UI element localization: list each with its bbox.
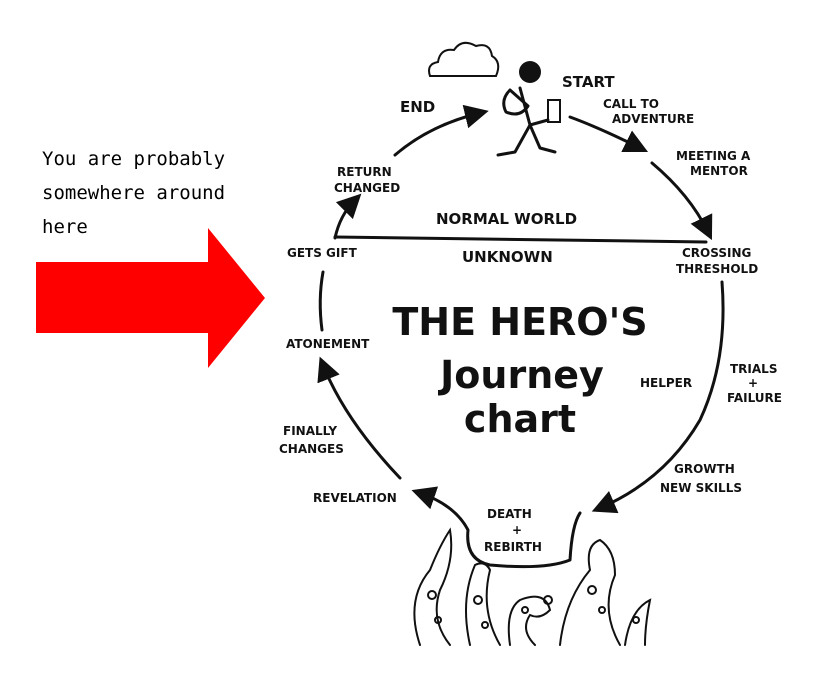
label-finally-changes: FINALLY [283,424,337,438]
label-finally-changes: CHANGES [279,442,344,456]
label-trials-failure: FAILURE [727,391,782,405]
label-call-to-adventure: ADVENTURE [612,112,694,126]
label-normal-world: NORMAL WORLD [436,210,577,228]
label-revelation: REVELATION [313,491,397,505]
label-call-to-adventure: CALL TO [603,97,659,111]
note-line: somewhere around [42,182,226,204]
label-growth: GROWTH [674,462,735,476]
arrow-revelation-to-atonement [317,356,402,480]
hiker-figure [496,61,561,157]
label-atonement: ATONEMENT [286,337,370,351]
label-unknown: UNKNOWN [462,248,553,266]
label-crossing-threshold: CROSSING [682,246,751,260]
arrow-start-to-call [568,115,649,153]
arrow-return-to-end [393,104,489,157]
note-line: You are probably [42,148,226,170]
label-return-changed: CHANGED [334,181,400,195]
title-line: THE HERO'S [392,300,647,344]
label-meeting-mentor: MEETING A [676,149,751,163]
cloud-icon [428,41,500,77]
arrow-mentor-to-threshold [650,161,713,241]
arrow-threshold-to-growth [591,280,725,514]
label-meeting-mentor: MENTOR [690,164,748,178]
label-crossing-threshold: THRESHOLD [676,262,758,276]
annotation-note: You are probably somewhere around here [42,142,225,244]
label-death-rebirth: REBIRTH [484,540,542,554]
label-helper: HELPER [640,376,692,390]
label-death-rebirth: DEATH [487,507,532,521]
label-return-changed: RETURN [337,165,392,179]
arrow-death-to-revelation [411,486,582,569]
label-death-rebirth: + [512,523,522,537]
title-line: Journey [437,353,604,397]
label-new-skills: NEW SKILLS [660,481,742,495]
label-trials-failure: + [748,376,758,390]
label-gets-gift: GETS GIFT [287,246,358,260]
tentacles-drawing [413,527,652,646]
label-start: START [562,73,615,91]
title-line: chart [464,397,576,441]
world-divider-line [333,235,708,244]
arrow-gift-to-return [333,193,362,240]
label-end: END [400,98,435,116]
arrow-gift-side [318,270,325,332]
note-line: here [42,216,88,238]
red-pointer-arrow [36,228,265,368]
label-trials-failure: TRIALS [730,362,777,376]
